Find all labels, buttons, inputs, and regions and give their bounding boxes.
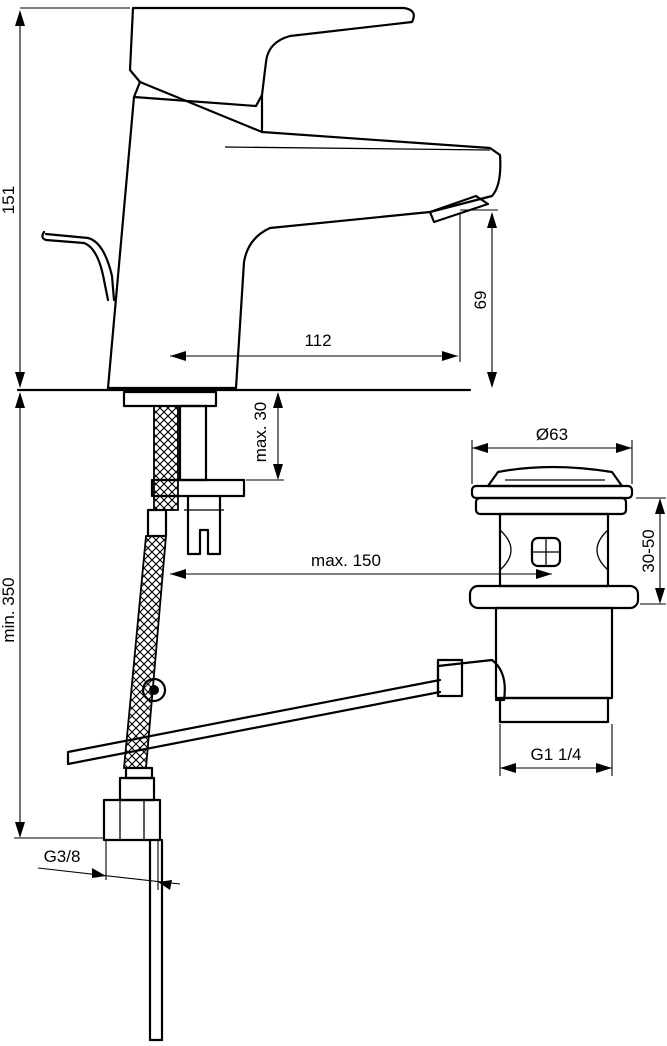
dim-drain-reach: max. 150: [170, 551, 552, 579]
dim-hose-length: min. 350: [0, 392, 104, 839]
dim-hose-thread: G3/8: [37, 840, 181, 890]
flexible-hose: [102, 405, 179, 1042]
label-mount-depth: max. 30: [251, 402, 270, 462]
fixing-nut: [186, 494, 222, 556]
label-total-height: 151: [0, 186, 18, 214]
label-drain-thread: G1 1/4: [530, 745, 581, 764]
label-drain-diameter: Ø63: [536, 425, 568, 444]
drain-body: [498, 512, 610, 588]
popup-waste: [436, 465, 640, 724]
dim-spout-reach: 112: [170, 331, 458, 361]
mount-flange: [122, 390, 218, 408]
label-hose-length: min. 350: [0, 577, 18, 642]
dim-spout-height: 69: [459, 209, 498, 388]
dim-total-height: 151: [0, 7, 130, 388]
body-shell: [106, 95, 502, 390]
label-drain-clamp: 30-50: [639, 529, 658, 572]
faucet-body: [16, 6, 502, 556]
aerator: [428, 194, 490, 224]
dim-drain-clamp: 30-50: [636, 497, 666, 605]
mount-stud: [178, 404, 208, 482]
dim-drain-thread: G1 1/4: [499, 724, 613, 776]
dim-mount-depth: max. 30: [246, 392, 284, 481]
label-spout-reach: 112: [304, 331, 331, 350]
label-hose-thread: G3/8: [44, 847, 81, 866]
drain-plug-cap: [486, 465, 624, 488]
hose-nut: [102, 798, 162, 842]
label-drain-reach: max. 150: [311, 551, 381, 570]
drain-outlet: [498, 696, 610, 724]
drain-nut: [468, 584, 640, 610]
lever-handle: [128, 6, 415, 134]
dim-drain-diameter: Ø63: [471, 425, 633, 484]
drain-flange: [470, 484, 634, 500]
drain-rod: [66, 677, 442, 766]
label-spout-height: 69: [471, 291, 490, 310]
fixing-plate: [150, 478, 246, 498]
lift-rod-knob: [41, 230, 116, 302]
